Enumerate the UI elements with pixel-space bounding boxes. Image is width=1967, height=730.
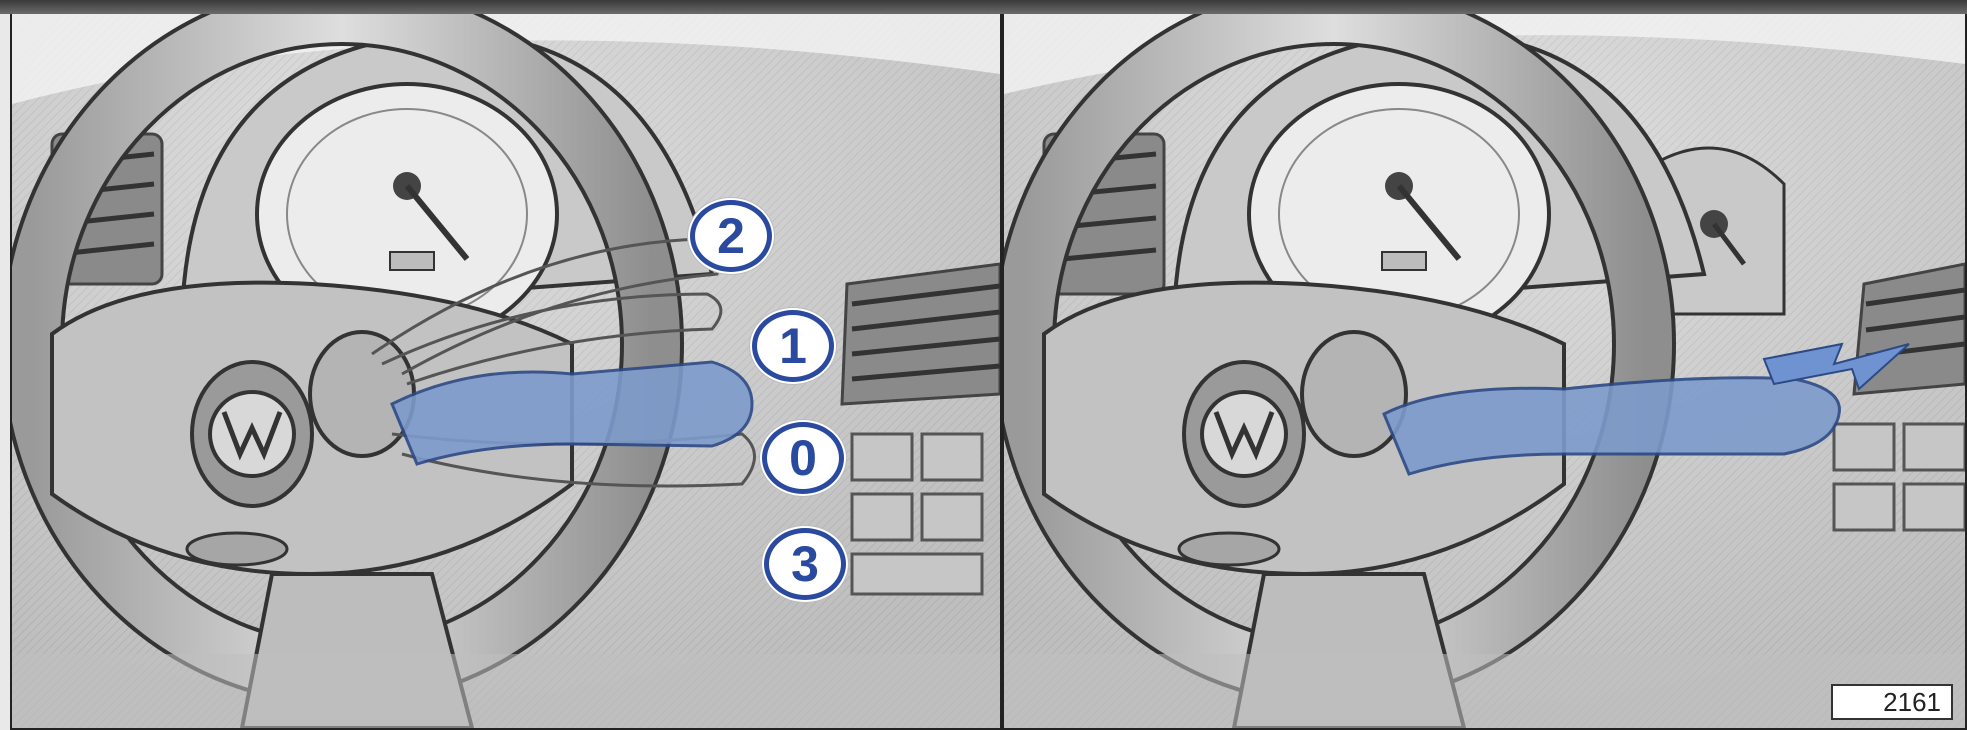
steering-wheel-drawing-right bbox=[1004, 14, 1965, 728]
position-badge-3: 3 bbox=[764, 528, 846, 600]
vw-logo-icon bbox=[1202, 392, 1286, 476]
position-badge-0: 0 bbox=[762, 422, 844, 494]
position-badge-1: 1 bbox=[752, 310, 834, 382]
vw-logo-icon bbox=[210, 392, 294, 476]
right-air-vent bbox=[842, 264, 1000, 404]
stalk-housing bbox=[1302, 332, 1406, 456]
stalk-housing bbox=[310, 332, 414, 456]
steering-wheel-drawing-left bbox=[12, 14, 1000, 728]
top-rule bbox=[0, 0, 1967, 14]
position-badge-2: 2 bbox=[690, 200, 772, 272]
figure-code-label: 2161 bbox=[1831, 684, 1953, 720]
panel-lever-positions: 2 1 0 3 bbox=[10, 14, 1002, 730]
panel-lever-push: 2161 bbox=[1002, 14, 1967, 730]
